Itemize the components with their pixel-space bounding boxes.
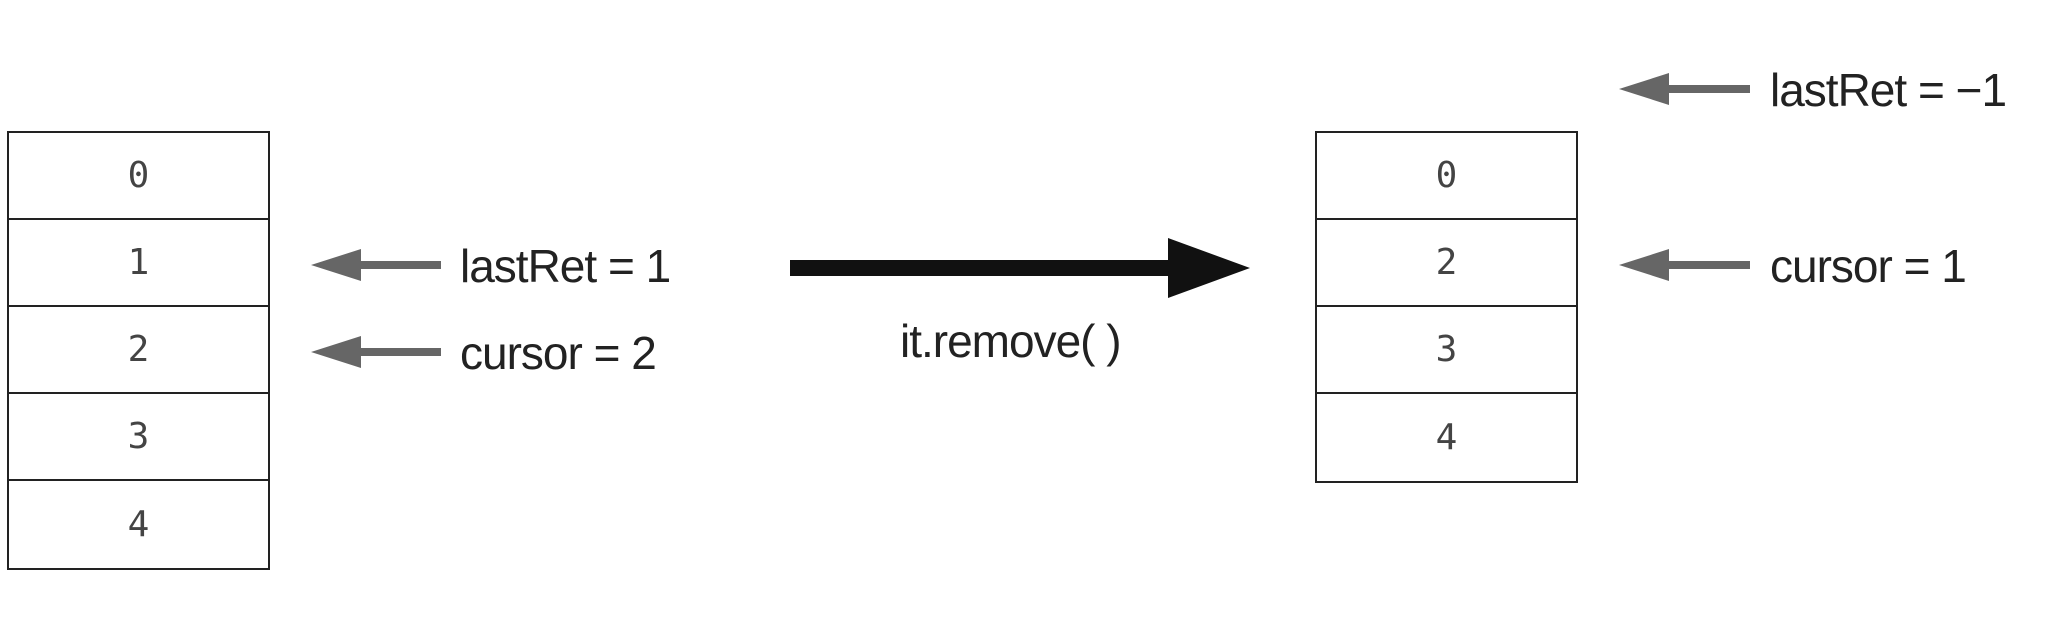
- pointer-arrow-lastret-after: [1619, 73, 1750, 105]
- array-after-cell: 2: [1317, 220, 1576, 307]
- operation-label: it.remove( ): [900, 315, 1122, 367]
- array-before: 0 1 2 3 4: [7, 131, 270, 570]
- array-after-cell: 0: [1317, 133, 1576, 220]
- cursor-before-label: cursor = 2: [460, 327, 657, 379]
- array-before-cell: 0: [9, 133, 268, 220]
- operation-arrow: [790, 238, 1250, 298]
- array-after-cell: 3: [1317, 307, 1576, 394]
- array-before-cell: 2: [9, 307, 268, 394]
- array-after-cell: 4: [1435, 417, 1458, 458]
- array-before-cell: 1: [9, 220, 268, 307]
- array-before-cell: 4: [127, 504, 150, 545]
- array-after: 0 2 3 4: [1315, 131, 1578, 483]
- cursor-after-label: cursor = 1: [1770, 240, 1967, 292]
- lastret-after-label: lastRet = −1: [1770, 64, 2007, 116]
- pointer-arrow-cursor-after: [1619, 249, 1750, 281]
- pointer-arrow-cursor-before: [311, 336, 441, 368]
- array-before-cell: 3: [9, 394, 268, 481]
- pointer-arrow-lastret-before: [311, 249, 441, 281]
- lastret-before-label: lastRet = 1: [460, 240, 671, 292]
